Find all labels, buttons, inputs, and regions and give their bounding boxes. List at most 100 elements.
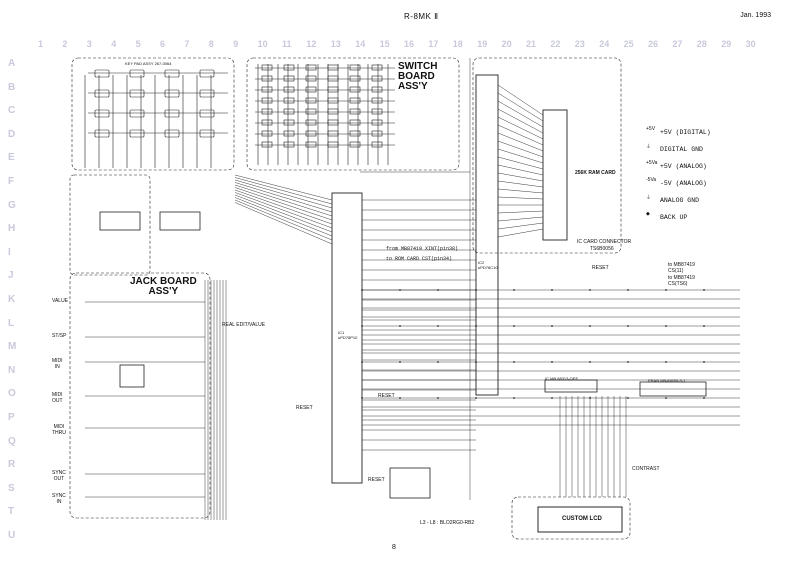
grid-column-7: 7 (184, 39, 190, 49)
legend-row: ⏚ ANALOG GND (646, 194, 756, 208)
legend-row: -5Va-5V (ANALOG) (646, 177, 756, 191)
grid-row-D: D (8, 128, 16, 140)
custom-lcd-frame (537, 506, 623, 533)
lcd-controller-label: IC MB 88313-OEE (545, 376, 579, 381)
grid-column-17: 17 (428, 39, 439, 49)
legend-row: +5Va+5V (ANALOG) (646, 160, 756, 174)
legend-symbol: +5V (646, 126, 656, 132)
grid-column-2: 2 (62, 39, 68, 49)
lcd-block (511, 496, 631, 540)
jack-board-block (69, 272, 211, 519)
reset-label-3: RESET (368, 477, 385, 483)
grid-column-21: 21 (526, 39, 537, 49)
page-number: 8 (392, 544, 396, 551)
grid-row-H: H (8, 223, 16, 235)
grid-column-16: 16 (404, 39, 415, 49)
ic-card-connector-label: IC CARD CONNECTOR (577, 239, 632, 245)
grid-column-23: 23 (574, 39, 585, 49)
ic-card-block (472, 57, 622, 254)
grid-column-18: 18 (452, 39, 463, 49)
grid-column-20: 20 (501, 39, 512, 49)
grid-row-M: M (8, 341, 17, 353)
grid-row-R: R (8, 459, 16, 471)
grid-row-K: K (8, 294, 16, 305)
legend-symbol: ⏚ (646, 195, 652, 201)
jack-label: SYNC IN (52, 493, 66, 505)
reset-label-1: RESET (296, 405, 313, 411)
jack-label: ST/SP (52, 333, 67, 339)
legend-row: ⏚ DIGITAL GND (646, 143, 756, 157)
legend-label: +5V (ANALOG) (660, 163, 707, 170)
legend-symbol: -5Va (646, 177, 657, 183)
grid-row-C: C (8, 105, 16, 117)
grid-row-I: I (8, 246, 11, 258)
grid-column-12: 12 (306, 39, 317, 49)
grid-column-1: 1 (38, 39, 44, 49)
ram-card-label: 256K RAM CARD (575, 170, 616, 176)
inductor-note: L3 - L8 : BLO2RG0-RB2 (420, 520, 475, 526)
grid-row-Q: Q (8, 435, 16, 447)
grid-row-A: A (8, 58, 16, 69)
jack-label: SYNC OUT (52, 470, 66, 482)
grid-column-28: 28 (696, 39, 707, 49)
grid-column-22: 22 (550, 39, 561, 49)
grid-column-14: 14 (355, 39, 366, 49)
switch-board-label: SWITCH BOARD ASS'Y (398, 61, 438, 92)
document-date: Jan. 1993 (740, 12, 771, 19)
contrast-label: CONTRAST (632, 466, 660, 472)
jack-label: MIDI OUT (52, 392, 63, 404)
reset-label-2: RESET (378, 393, 395, 399)
grid-row-T: T (8, 506, 15, 518)
grid-row-U: U (8, 530, 16, 541)
legend-label: DIGITAL GND (660, 146, 703, 153)
jack-board-label: JACK BOARD ASS'Y (130, 276, 197, 297)
to-mb87419-note: to MB87419 CS(11) (668, 262, 695, 274)
to-rom-cs-note: to ROM CARD CST(pin34) (386, 256, 453, 262)
switch-board-block (246, 57, 460, 171)
ic-card-part-label: TS6B0056 (590, 246, 614, 252)
grid-column-24: 24 (599, 39, 610, 49)
key-pad-label: KEY PAD ASSY 267-0064 (125, 61, 172, 66)
grid-column-13: 13 (330, 39, 341, 49)
grid-row-G: G (8, 199, 16, 211)
legend-symbol: ⏚ (646, 144, 652, 150)
grid-row-F: F (8, 176, 15, 187)
grid-column-27: 27 (672, 39, 683, 49)
legend-row: +5V +5V (DIGITAL) (646, 126, 756, 140)
grid-row-L: L (8, 317, 15, 329)
card-connector (542, 109, 568, 241)
grid-column-5: 5 (135, 39, 141, 49)
legend-row: ◆ BACK UP (646, 211, 756, 225)
grid-column-30: 30 (745, 39, 756, 49)
grid-column-29: 29 (721, 39, 732, 49)
ic2-label: IC2 uPD78C10 (478, 260, 498, 270)
grid-row-B: B (8, 81, 16, 93)
legend-label: +5V (DIGITAL) (660, 129, 711, 136)
grid-column-10: 10 (257, 39, 268, 49)
jack-label: VALUE (52, 298, 69, 304)
legend-symbol: ◆ (646, 211, 650, 217)
legend-label: -5V (ANALOG) (660, 180, 707, 187)
to-mb87419b-note: to MB87419 CS(TS6) (668, 275, 695, 287)
jack-label: MIDI THRU (52, 424, 66, 436)
legend-label: ANALOG GND (660, 197, 700, 204)
grid-column-25: 25 (623, 39, 634, 49)
legend-symbol: +5Va (646, 160, 658, 166)
grid-column-19: 19 (477, 39, 488, 49)
grid-column-11: 11 (282, 39, 292, 49)
real-edit-label: REAL EDIT/VALUE (222, 322, 266, 328)
legend-label: BACK UP (660, 214, 688, 221)
rom-ic (475, 74, 499, 396)
grid-column-4: 4 (111, 39, 117, 49)
grid-column-6: 6 (160, 39, 166, 49)
page-title: R-8MK Ⅱ (404, 12, 439, 21)
from-xint-note: from MB87419 XINT(pin38) (386, 246, 459, 252)
grid-row-N: N (8, 364, 16, 376)
reset-label-4: RESET (592, 265, 609, 271)
grid-row-S: S (8, 482, 15, 494)
jack-label: MIDI IN (52, 358, 63, 370)
grid-column-26: 26 (648, 39, 659, 49)
ram-ic-label: ERAN MN4065B-S-1 (648, 378, 686, 383)
grid-row-E: E (8, 152, 15, 164)
